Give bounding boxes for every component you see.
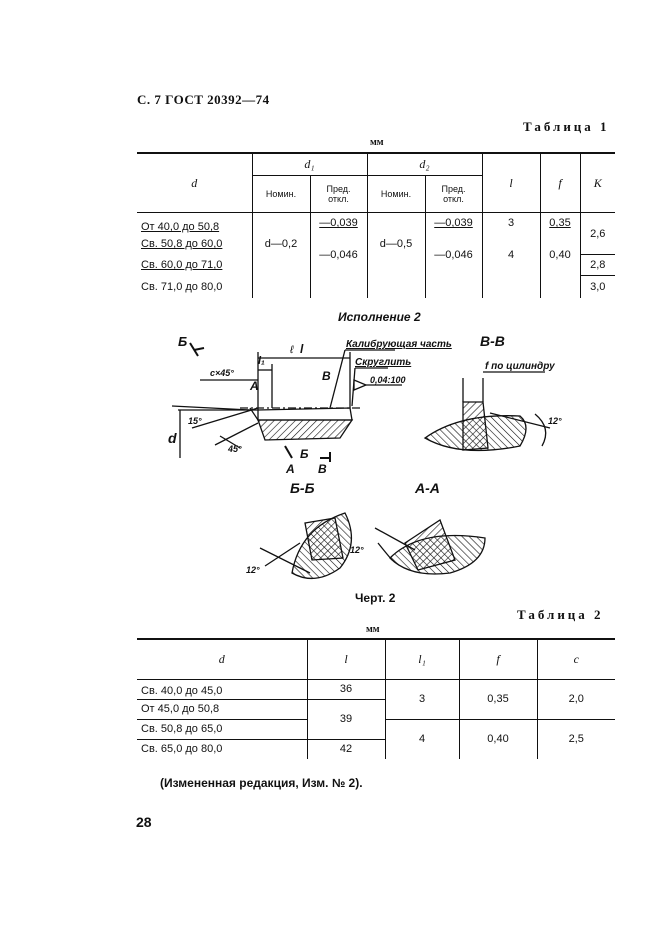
t1-head-l: l <box>509 175 513 190</box>
t2-f-top: 0,35 <box>458 679 537 720</box>
t2-head-f: f <box>496 651 500 666</box>
table1: d d₁ d₂ l f К Номин. Пред. откл. Номин. … <box>137 152 615 298</box>
t1-row23-f: 0,40 <box>539 233 580 276</box>
t2-l1-bot: 4 <box>384 719 459 759</box>
label-angle15: 15° <box>188 416 202 426</box>
label-section-AA: А-А <box>414 480 440 496</box>
drawing-chert2: Б ℓ l l₁ c×45° Калибрующая часть Скругли… <box>168 333 562 580</box>
t1-row4-K: 3,0 <box>579 275 615 298</box>
label-f-cyl: f по цилиндру <box>485 361 555 372</box>
label-angle12-a: 12° <box>548 416 562 426</box>
t2-row4-d: Св. 65,0 до 80,0 <box>141 743 223 756</box>
t2-row1-d: Св. 40,0 до 45,0 <box>137 679 307 700</box>
t1-head-d2-pred: Пред. откл. <box>424 175 482 213</box>
label-l1: l₁ <box>258 355 265 367</box>
label-d: d <box>168 430 177 446</box>
table2-caption: Таблица 2 <box>517 607 604 622</box>
t2-c-top: 2,0 <box>536 679 615 720</box>
label-B-left: Б <box>178 334 187 349</box>
label-l-small: ℓ <box>289 344 294 356</box>
label-tol: 0,04:100 <box>370 375 406 385</box>
t1-row1-d1-pred: —0,039 <box>309 212 367 234</box>
t1-row1-d: От 40,0 до 50,8 <box>141 221 220 234</box>
label-angle45: 45° <box>227 444 242 454</box>
label-B: В <box>322 369 331 383</box>
t1-row23-l: 4 <box>481 233 540 276</box>
label-chamfer: c×45° <box>210 368 234 378</box>
t1-head-K: К <box>593 175 602 190</box>
label-calib: Калибрующая часть <box>346 338 452 350</box>
t1-row23-d1-pred: —0,046 <box>309 233 367 276</box>
t2-l1-top: 3 <box>384 679 459 720</box>
t2-head-c: c <box>573 651 579 666</box>
t1-row2-d: Св. 50,8 до 60,0 <box>141 238 223 250</box>
t1-head-d1-nom: Номин. <box>251 175 310 213</box>
page-header: С. 7 ГОСТ 20392—74 <box>137 92 270 107</box>
section-bb-small <box>259 512 352 580</box>
t1-row1-d2-pred: —0,039 <box>424 212 482 234</box>
t2-c-bot: 2,5 <box>536 719 615 759</box>
t1-head-d: d <box>191 175 198 190</box>
t1-d2-nom: d—0,5 <box>379 238 413 251</box>
section-bb-view <box>423 371 551 452</box>
t2-row1-l: 36 <box>306 679 385 700</box>
t1-row3-d: Св. 60,0 до 71,0 <box>141 259 223 271</box>
t1-row3-K: 2,8 <box>579 254 615 276</box>
t1-head-d2-nom: Номин. <box>366 175 425 213</box>
t1-head-d1-pred: Пред. откл. <box>309 175 367 213</box>
t2-head-l1: l₁ <box>418 651 426 666</box>
table1-caption: Таблица 1 <box>523 119 610 134</box>
drawing-caption: Черт. 2 <box>355 591 396 605</box>
label-angle12-b: 12° <box>246 565 260 575</box>
t1-row1-l: 3 <box>481 212 540 234</box>
t1-head-f: f <box>558 175 562 190</box>
label-A-bottom: A <box>285 462 295 476</box>
tool-body <box>171 342 402 462</box>
t2-row4-l: 42 <box>306 739 385 759</box>
t1-head-d2: d₂ <box>419 157 430 172</box>
table2: d l l₁ f c Св. 40,0 до 45,0 36 3 0,35 2,… <box>137 638 615 759</box>
t1-head-d1: d₁ <box>304 157 315 172</box>
label-section-bb: Б-Б <box>290 480 315 496</box>
table2-note: (Измененная редакция, Изм. № 2). <box>160 776 363 790</box>
section-aa-view <box>374 519 486 575</box>
t1-row23-d2-pred: —0,046 <box>424 233 482 276</box>
label-Bsec: Б <box>300 447 309 461</box>
t1-row1-f: 0,35 <box>539 212 580 234</box>
t2-row3-d: Св. 50,8 до 65,0 <box>137 719 307 740</box>
t2-row2-d: От 45,0 до 50,8 <box>137 699 307 720</box>
page-number: 28 <box>136 814 152 830</box>
label-B-bottom: В <box>318 462 327 476</box>
t2-l-mid: 39 <box>306 699 385 740</box>
label-A: A <box>249 379 259 393</box>
label-section-BB: В-В <box>480 333 505 349</box>
label-round: Скруглить <box>355 357 411 368</box>
t2-head-d: d <box>218 651 225 666</box>
drawing-title: Исполнение 2 <box>338 310 421 324</box>
t1-K-top: 2,6 <box>590 227 606 240</box>
label-l: l <box>300 342 304 356</box>
t1-d1-nom: d—0,2 <box>264 238 298 251</box>
t1-row4-d: Св. 71,0 до 80,0 <box>141 280 223 293</box>
table1-unit: мм <box>370 137 384 148</box>
t2-head-l: l <box>344 651 348 666</box>
label-angle12-c: 12° <box>350 545 364 555</box>
table2-unit: мм <box>366 624 380 635</box>
t2-f-bot: 0,40 <box>458 719 537 759</box>
